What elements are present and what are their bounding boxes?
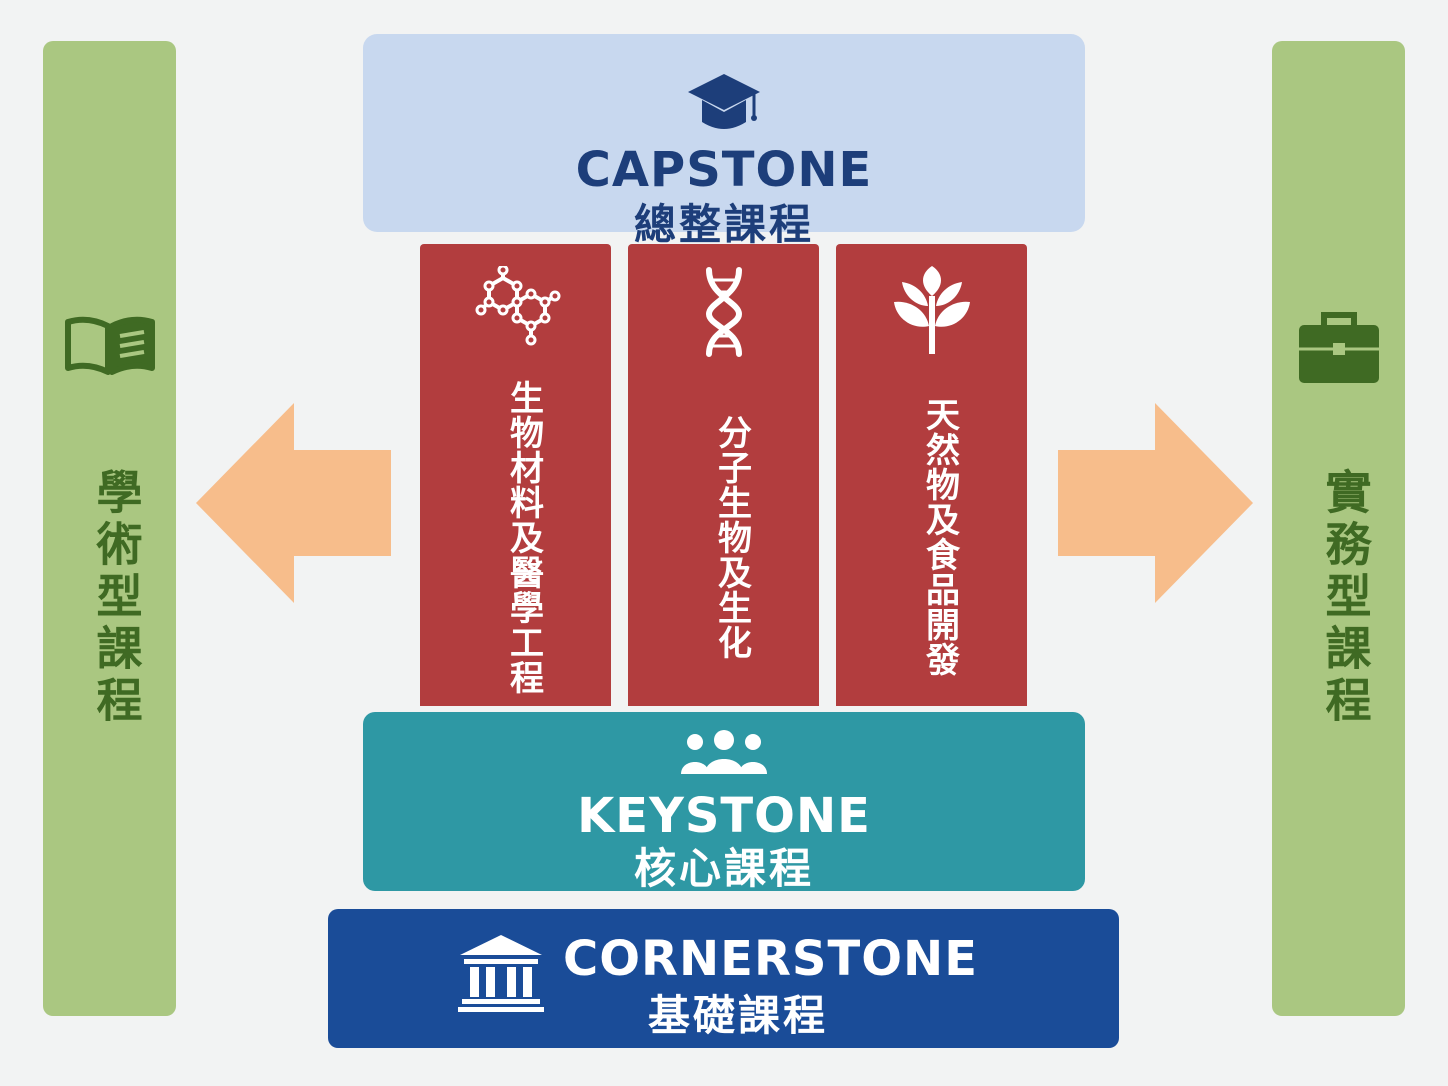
plant-icon (892, 266, 972, 360)
academic-track-bar: 學術型課程 (43, 41, 176, 1016)
capstone-title-en: CAPSTONE (575, 142, 873, 198)
arrow-left-icon (196, 400, 392, 610)
cornerstone-band: CORNERSTONE 基礎課程 (328, 909, 1119, 1048)
arrow-right-icon (1058, 400, 1254, 610)
keystone-title-en: KEYSTONE (577, 788, 871, 844)
briefcase-icon (1296, 311, 1382, 391)
column-molecular-biology-label: 分子生物及生化 (711, 414, 752, 660)
column-biomaterials-label: 生物材料及醫學工程 (503, 379, 544, 695)
capstone-title-zh: 總整課程 (633, 200, 814, 249)
capstone-band: CAPSTONE 總整課程 (363, 34, 1085, 246)
column-biomaterials: 生物材料及醫學工程 (420, 244, 611, 706)
keystone-band: KEYSTONE 核心課程 (363, 712, 1085, 891)
column-natural-products: 天然物及食品開發 (836, 244, 1027, 706)
academic-track-label: 學術型課程 (89, 468, 144, 728)
institution-icon (458, 933, 544, 1017)
practical-track-label: 實務型課程 (1318, 468, 1373, 728)
column-molecular-biology: 分子生物及生化 (628, 244, 819, 706)
graduation-cap-icon (686, 72, 762, 140)
practical-track-bar: 實務型課程 (1272, 41, 1405, 1016)
keystone-title-zh: 核心課程 (633, 844, 814, 893)
cornerstone-title-zh: 基礎課程 (648, 991, 829, 1040)
open-book-icon (62, 316, 158, 382)
cornerstone-title-en: CORNERSTONE (563, 931, 978, 987)
people-group-icon (681, 730, 767, 778)
column-natural-products-label: 天然物及食品開發 (919, 397, 960, 677)
molecule-icon (471, 264, 561, 360)
dna-icon (699, 266, 749, 362)
